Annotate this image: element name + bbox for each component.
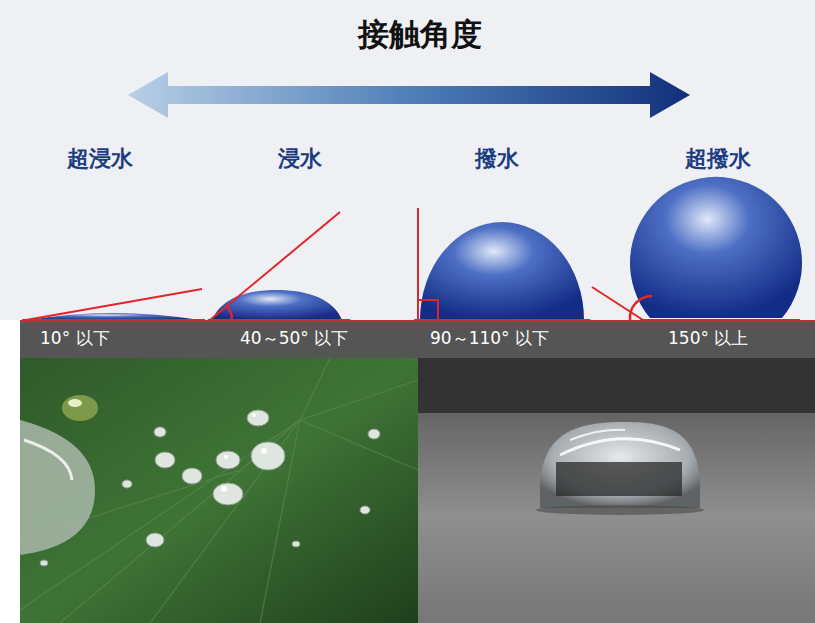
angle-range: 10° 以下: [40, 328, 110, 348]
angle-range: 150° 以上: [668, 328, 748, 348]
angle-range: 40～50° 以下: [240, 328, 348, 348]
wetting-category: 超撥水: [685, 146, 751, 172]
diagram-title: 接触角度: [358, 16, 482, 53]
angle-range: 90～110° 以下: [430, 328, 549, 348]
wetting-category: 浸水: [278, 146, 322, 172]
wetting-category: 超浸水: [67, 146, 133, 172]
wetting-category: 撥水: [475, 146, 519, 172]
